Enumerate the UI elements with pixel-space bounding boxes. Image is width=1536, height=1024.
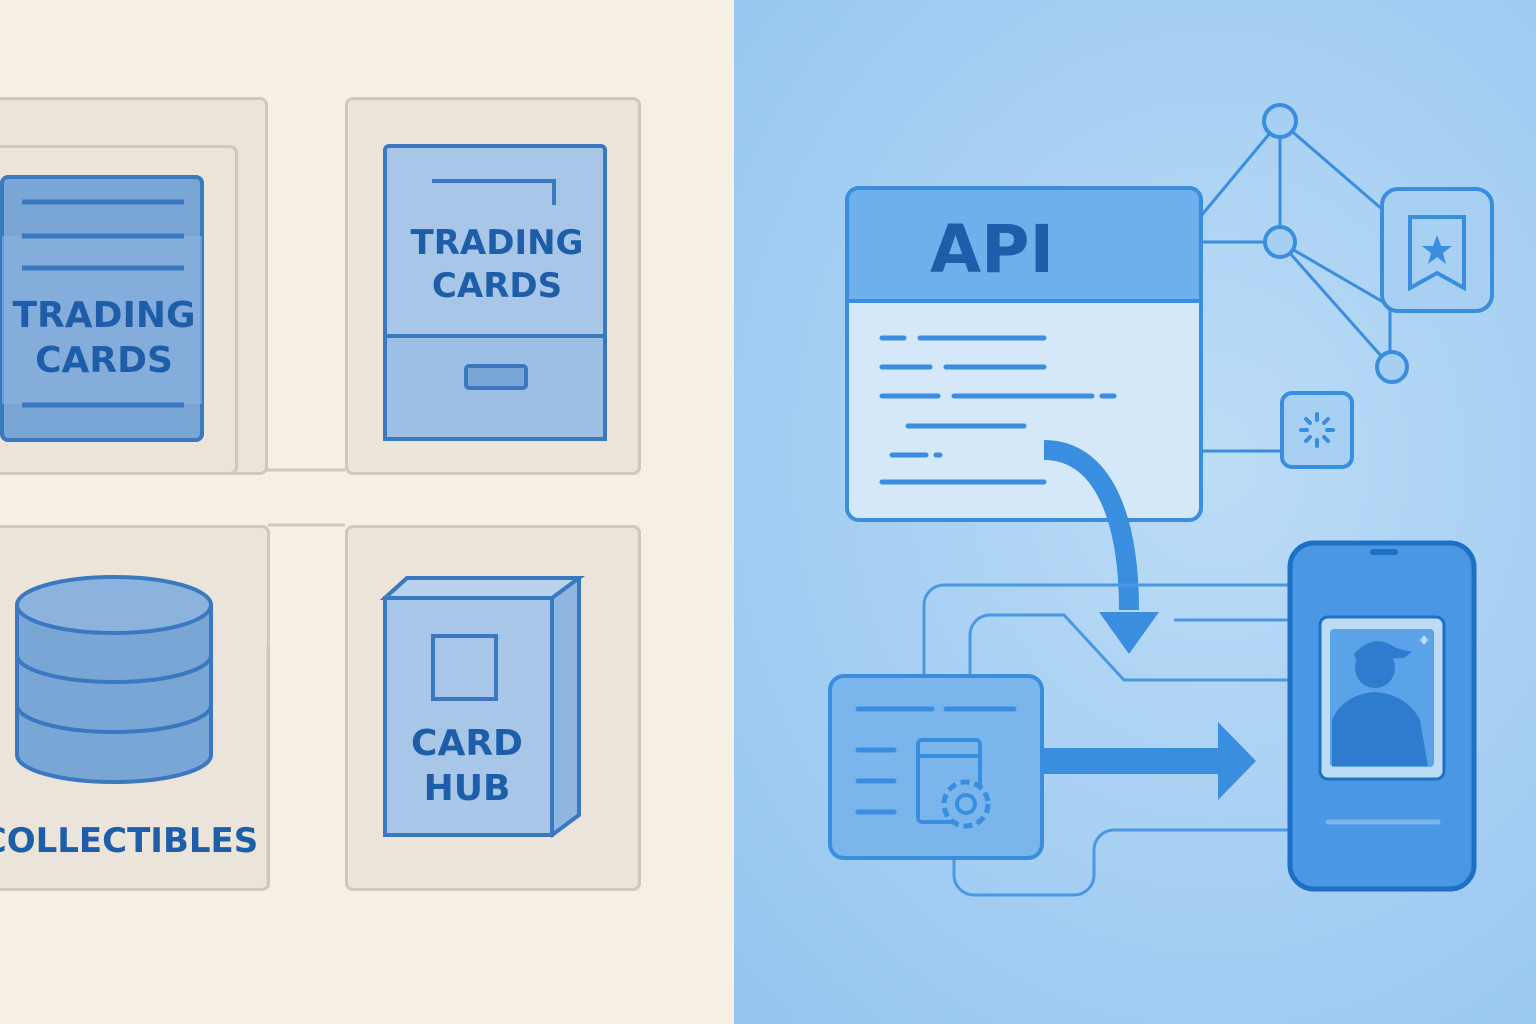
loading-spinner-icon (1280, 391, 1354, 469)
trading-card-a: TRADING CARDS (0, 175, 204, 442)
graph-node-middle (1263, 225, 1297, 259)
graph-node-bottom (1375, 350, 1409, 384)
left-panel: TRADING CARDS TRADING CARDS COLLECTIBLES (0, 0, 734, 1024)
card-a-label-line1: TRADING (12, 295, 195, 336)
card-hub-label-line1: CARD (411, 723, 523, 764)
api-flow-illustration: API (828, 103, 1494, 897)
api-window: API (845, 186, 1203, 522)
phone-icon (1287, 540, 1477, 892)
api-title: API (930, 211, 1054, 288)
bookmark-star-icon (1380, 187, 1494, 313)
database-icon: COLLECTIBLES (0, 575, 258, 861)
flow-paths (922, 583, 1290, 897)
left-illustration: TRADING CARDS TRADING CARDS COLLECTIBLES (0, 144, 607, 888)
database-label: COLLECTIBLES (0, 821, 258, 861)
gear-icon (941, 779, 991, 829)
code-lines (879, 335, 1117, 485)
straight-arrow (1042, 722, 1256, 800)
card-b-label-line2: CARDS (432, 266, 562, 306)
card-b-label-line1: TRADING (411, 223, 584, 263)
card-hub-label-line2: HUB (424, 768, 511, 809)
curved-arrow (1043, 440, 1159, 654)
card-hub-box: CARD HUB (379, 576, 586, 838)
player-avatar-icon (1332, 641, 1428, 766)
card-a-label-line2: CARDS (35, 340, 173, 381)
settings-document-card (828, 674, 1044, 860)
right-panel: API (734, 0, 1536, 1024)
graph-node-top (1262, 103, 1298, 139)
trading-card-b: TRADING CARDS (383, 144, 607, 441)
